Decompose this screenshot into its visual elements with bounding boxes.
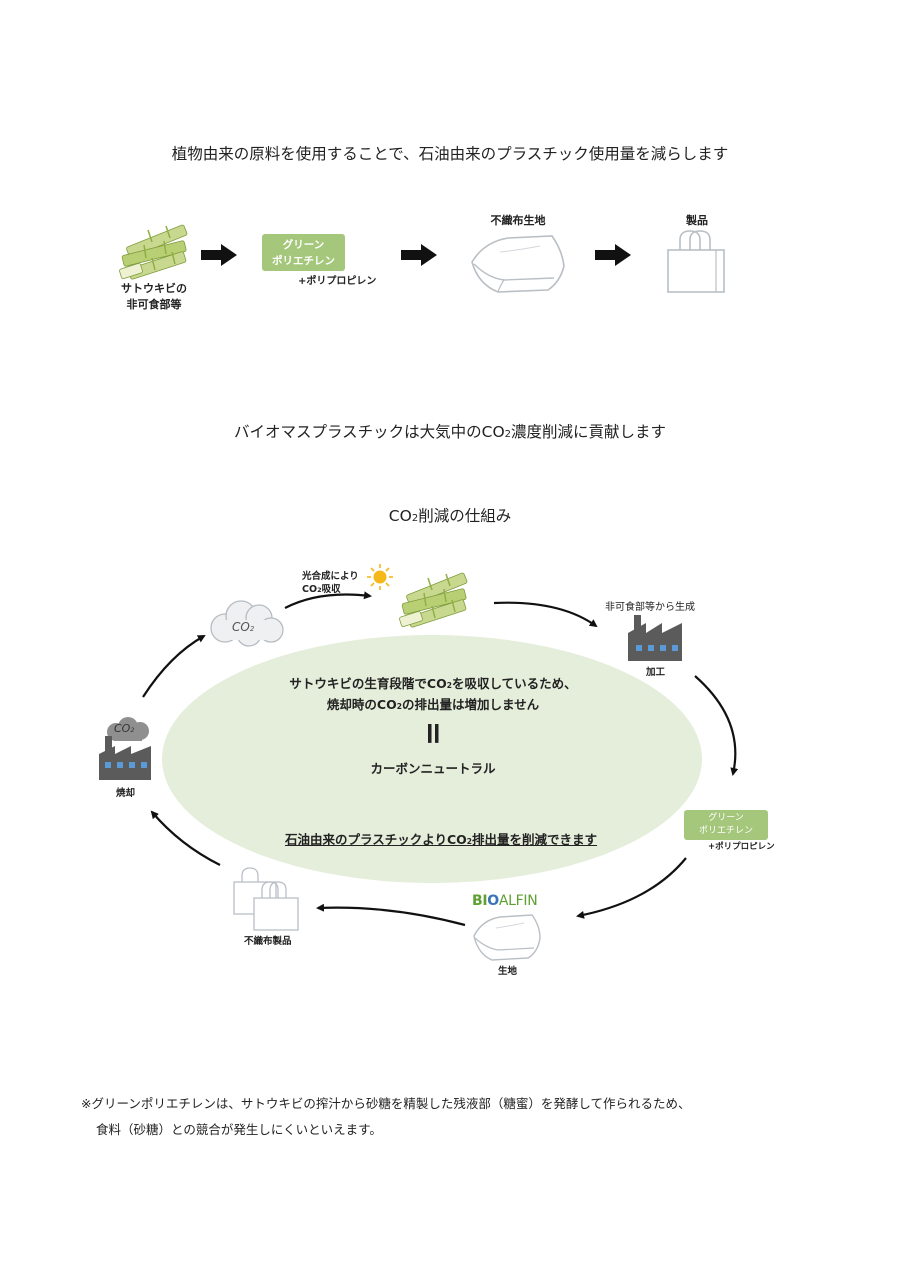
- arrow-bags-to-incineration: [150, 810, 221, 866]
- section2-heading: バイオマスプラスチックは大気中のCO2濃度削減に貢献します: [233, 423, 667, 441]
- product-label: 製品: [686, 214, 708, 227]
- polypropylene-cycle-label: +ポリプロピレン: [708, 842, 775, 852]
- factory-source-label: 非可食部等から生成: [605, 602, 695, 613]
- arrow-incineration-to-cloud: [142, 635, 206, 698]
- nonwoven-fabric-label: 不織布生地: [490, 214, 546, 227]
- center-statement: サトウキビの生育段階でCO2を吸収しているため、 焼却時のCO2の排出量は増加し…: [289, 676, 577, 712]
- bioalfin-logo: BIOALFIN: [472, 893, 538, 909]
- arrow-fabric-to-bags: [316, 903, 466, 927]
- flow-arrow-3: [595, 244, 631, 266]
- folded-fabric-icon: [471, 235, 565, 293]
- reduction-statement: 石油由来のプラスチックよりCO2排出量を削減できます: [284, 832, 598, 847]
- mechanism-heading: CO2削減の仕組み: [388, 507, 512, 525]
- center-ellipse: [162, 635, 702, 883]
- arrow-cane-to-factory: [493, 601, 598, 628]
- nonwoven-bags-icon: [233, 867, 299, 931]
- footnote: ※グリーンポリエチレンは、サトウキビの搾汁から砂糖を精製した残液部（糖蜜）を発酵…: [81, 1091, 690, 1143]
- cycle-arrows: [142, 591, 739, 927]
- sun-icon: [367, 564, 393, 590]
- carbon-neutral-label: カーボンニュートラル: [370, 761, 496, 776]
- footnote-line-1: ※グリーンポリエチレンは、サトウキビの搾汁から砂糖を精製した残液部（糖蜜）を発酵…: [81, 1096, 691, 1111]
- section1-heading: 植物由来の原料を使用することで、石油由来のプラスチック使用量を減らします: [171, 145, 729, 163]
- co2-cloud-icon: [210, 600, 284, 647]
- nonwoven-products-label: 不織布製品: [244, 936, 292, 947]
- shopping-bag-icon: [667, 230, 725, 293]
- footnote-line-2: 食料（砂糖）との競合が発生しにくいといえます。: [96, 1122, 382, 1137]
- polypropylene-label: +ポリプロピレン: [298, 276, 377, 287]
- sugarcane-icon: [119, 224, 188, 280]
- fabric-cycle-icon: [473, 914, 541, 961]
- fabric-label: 生地: [498, 966, 518, 977]
- incineration-factory-icon: [99, 736, 151, 780]
- incineration-label: 焼却: [116, 788, 136, 799]
- photosynthesis-label: 光合成により CO2吸収: [302, 571, 359, 595]
- co2-cloud-text: CO2: [232, 620, 255, 634]
- arrow-factory-to-pe: [694, 675, 739, 776]
- arrow-cloud-to-cane: [284, 591, 372, 609]
- factory-icon: [628, 615, 682, 661]
- flow-arrow-2: [401, 244, 437, 266]
- green-polyethylene-box: グリーン ポリエチレン: [262, 234, 345, 271]
- sugarcane-cycle-icon: [399, 572, 468, 628]
- equals-sign: =: [415, 720, 451, 747]
- processing-label: 加工: [646, 667, 666, 678]
- sugarcane-label: サトウキビの 非可食部等: [121, 282, 187, 311]
- green-pe-cycle-box: グリーン ポリエチレン: [684, 810, 768, 840]
- arrow-pe-to-fabric: [576, 857, 687, 919]
- flow-arrow-1: [201, 244, 237, 266]
- smoke-co2-text: CO2: [114, 722, 135, 735]
